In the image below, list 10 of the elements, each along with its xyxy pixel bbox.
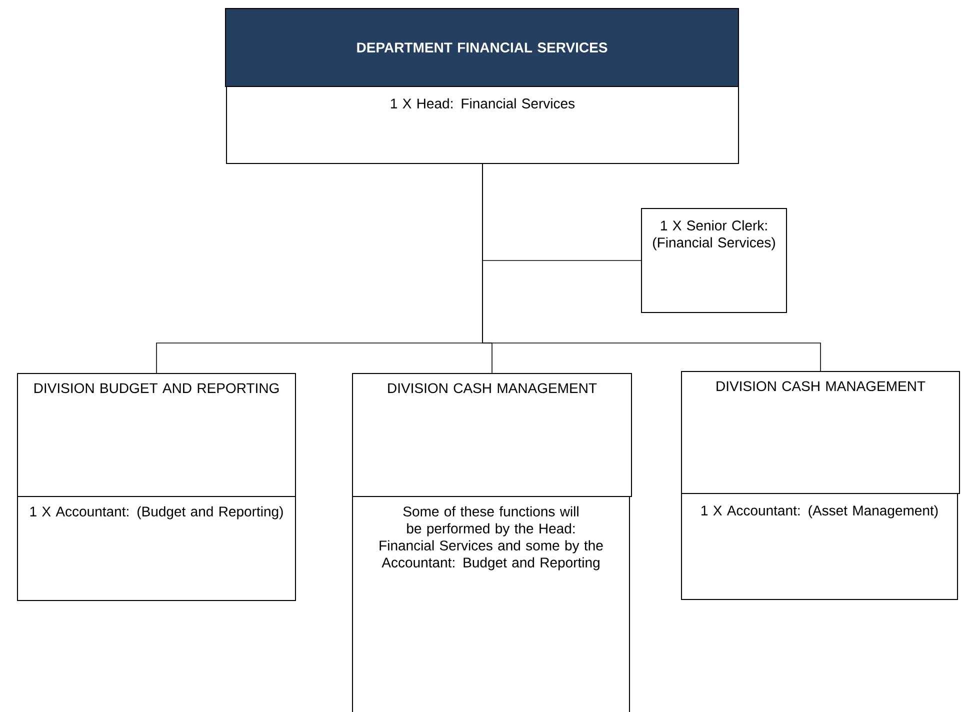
connector-line — [482, 164, 821, 372]
division-box: DIVISION CASH MANAGEMENT — [681, 371, 960, 494]
division-box: DIVISION CASH MANAGEMENT — [352, 373, 632, 497]
position-box: 1 X Accountant: (Asset Management) — [681, 493, 958, 600]
division-box: DIVISION BUDGET AND REPORTING — [17, 373, 296, 497]
department-header-box: DEPARTMENT FINANCIAL SERVICES — [225, 8, 739, 87]
position-box: 1 X Head: Financial Services — [226, 86, 739, 164]
position-box: 1 X Senior Clerk: (Financial Services) — [641, 208, 787, 313]
note-box: Some of these functions will be performed by the Head: Financial Services and some by the Accountant: Budget and Reporting — [352, 496, 630, 712]
position-box: 1 X Accountant: (Budget and Reporting) — [17, 496, 296, 601]
